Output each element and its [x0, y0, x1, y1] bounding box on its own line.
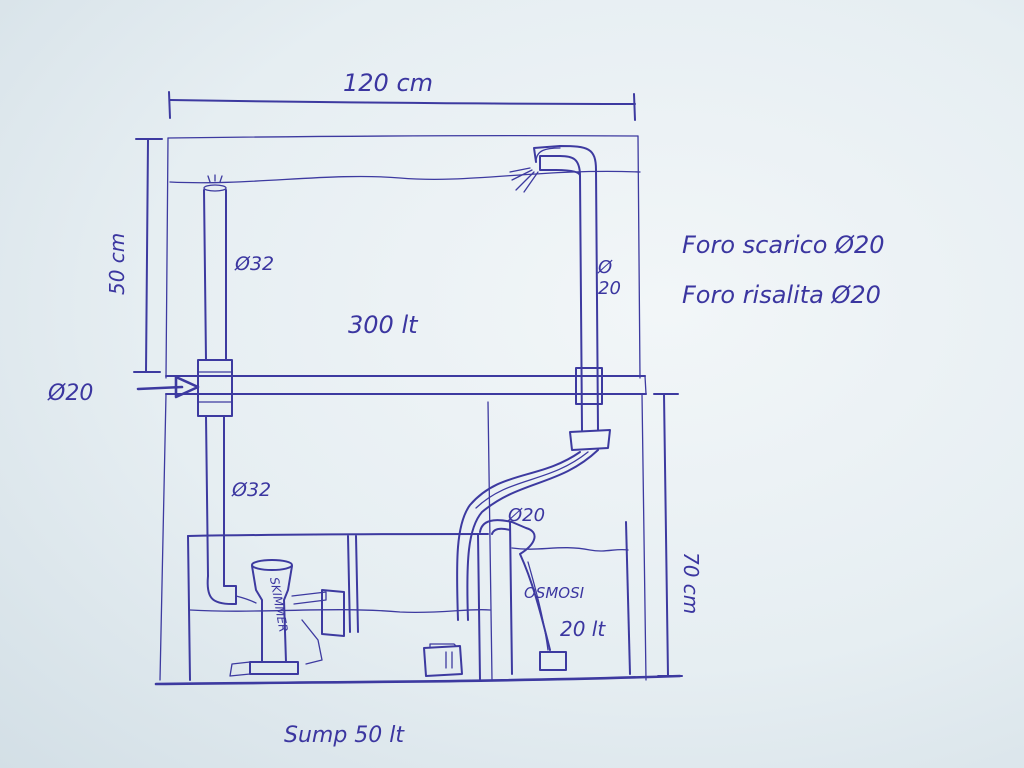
note-drain-hole: Foro scarico Ø20	[682, 231, 885, 259]
overflow-pipe	[197, 174, 257, 605]
cabinet	[154, 393, 682, 686]
tank-height-dimension	[133, 138, 163, 373]
osmosis-reservoir	[479, 519, 631, 675]
cabinet-height-dimension	[653, 393, 683, 677]
width-label: 120 cm	[343, 69, 433, 97]
tank-volume-label: 300 lt	[348, 311, 419, 339]
osmosis-label: OSMOSI	[524, 584, 585, 602]
sump	[187, 533, 491, 681]
return-pump	[423, 643, 463, 677]
return-diameter-label-line1: Ø	[597, 257, 613, 278]
return-diameter-value: 20	[598, 278, 621, 299]
overflow-upper-diameter: Ø32	[234, 253, 274, 275]
note-return-hole: Foro risalita Ø20	[682, 281, 881, 309]
skimmer	[229, 559, 345, 677]
cabinet-height-label: 70 cm	[679, 552, 703, 614]
sump-return-diameter-label: Ø20	[507, 505, 545, 526]
inlet-arrow-icon	[136, 375, 200, 399]
sump-label: Sump 50 lt	[284, 723, 405, 748]
inlet-diameter-label: Ø20	[47, 381, 93, 406]
tank-height-label: 50 cm	[105, 233, 129, 295]
overflow-lower-diameter: Ø32	[231, 479, 271, 501]
return-pipe	[456, 145, 611, 621]
tank-body	[165, 134, 647, 395]
width-dimension	[168, 91, 636, 121]
skimmer-label: SKIMMER	[267, 576, 290, 633]
osmosis-volume-label: 20 lt	[560, 617, 606, 641]
